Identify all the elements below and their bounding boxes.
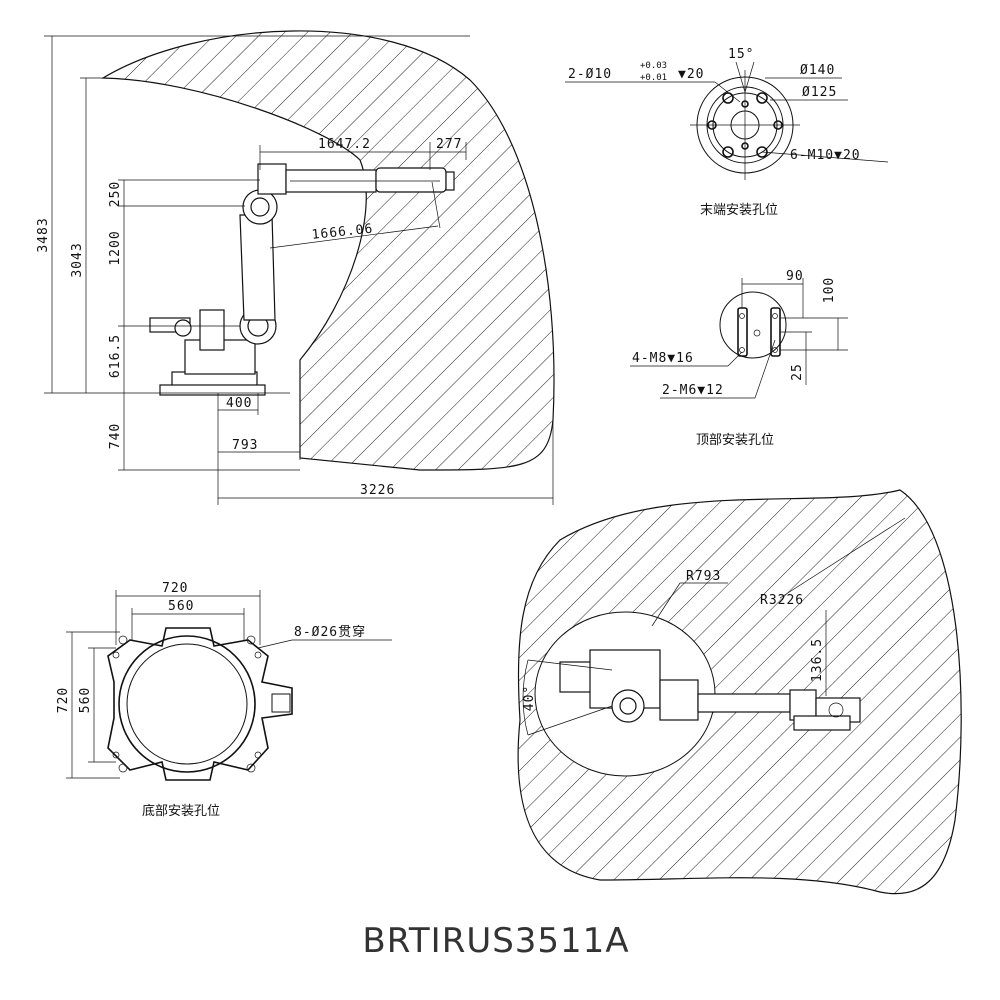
top-dim-90: 90 (786, 269, 804, 284)
m8-label: 4-M8▼16 (632, 351, 694, 366)
dim-616-5: 616.5 (108, 334, 123, 378)
dim-3226: 3226 (360, 483, 395, 498)
base-plate (107, 627, 293, 781)
dim-740: 740 (108, 423, 123, 449)
d140-label: Ø140 (800, 63, 835, 78)
dim-277: 277 (436, 137, 462, 152)
r793-label: R793 (686, 569, 721, 584)
top-dim-100: 100 (822, 277, 837, 303)
m6-label: 2-M6▼12 (662, 383, 724, 398)
base-mount-view: 720 560 720 560 8-Ø26贯穿 底部安装孔位 (56, 581, 392, 819)
base-h560: 560 (78, 687, 93, 713)
base-w720: 720 (162, 581, 188, 596)
angle-15: 15° (728, 47, 754, 62)
dim-1666-06: 1666.06 (311, 222, 374, 243)
pin-tol-lower: +0.01 (640, 73, 667, 83)
model-name: BRTIRUS3511A (362, 921, 629, 961)
dim-400: 400 (226, 396, 252, 411)
dim-3483: 3483 (36, 217, 51, 252)
top-view: 40° R793 R3226 136.5 (517, 489, 962, 895)
base-holes-label: 8-Ø26贯穿 (294, 624, 366, 640)
thread-label: 6-M10▼20 (790, 148, 861, 163)
top-mount-view: 90 100 25 4-M8▼16 2-M6▼12 顶部安装孔位 (630, 269, 848, 448)
dim-3043: 3043 (70, 242, 85, 277)
dim-793: 793 (232, 438, 258, 453)
angle-40: 40° (522, 685, 537, 711)
dim-1647-2: 1647.2 (318, 137, 371, 152)
base-h720: 720 (56, 687, 71, 713)
flange-holes (707, 92, 783, 158)
pin-depth: ▼20 (678, 67, 704, 82)
top-dim-25: 25 (790, 363, 805, 381)
top-workspace-hatch (517, 489, 962, 895)
side-view: 3483 3043 250 1200 616.5 740 400 793 322… (36, 30, 555, 505)
pin-label: 2-Ø10 (568, 67, 612, 82)
d125-label: Ø125 (802, 85, 837, 100)
dim-136-5: 136.5 (810, 638, 825, 682)
r3226-label: R3226 (760, 593, 804, 608)
end-mount-view: 2-Ø10 +0.03 +0.01 ▼20 15° Ø140 Ø125 6-M1… (565, 47, 889, 218)
dim-250: 250 (108, 181, 123, 207)
side-robot (149, 163, 455, 396)
pin-tol-upper: +0.03 (640, 61, 667, 71)
side-workspace-hatch (100, 30, 555, 471)
dim-1200: 1200 (108, 230, 123, 265)
top-mount-caption: 顶部安装孔位 (696, 433, 774, 448)
top-robot (559, 649, 861, 731)
base-w560: 560 (168, 599, 194, 614)
base-mount-caption: 底部安装孔位 (142, 803, 220, 819)
end-mount-caption: 末端安装孔位 (700, 203, 778, 218)
